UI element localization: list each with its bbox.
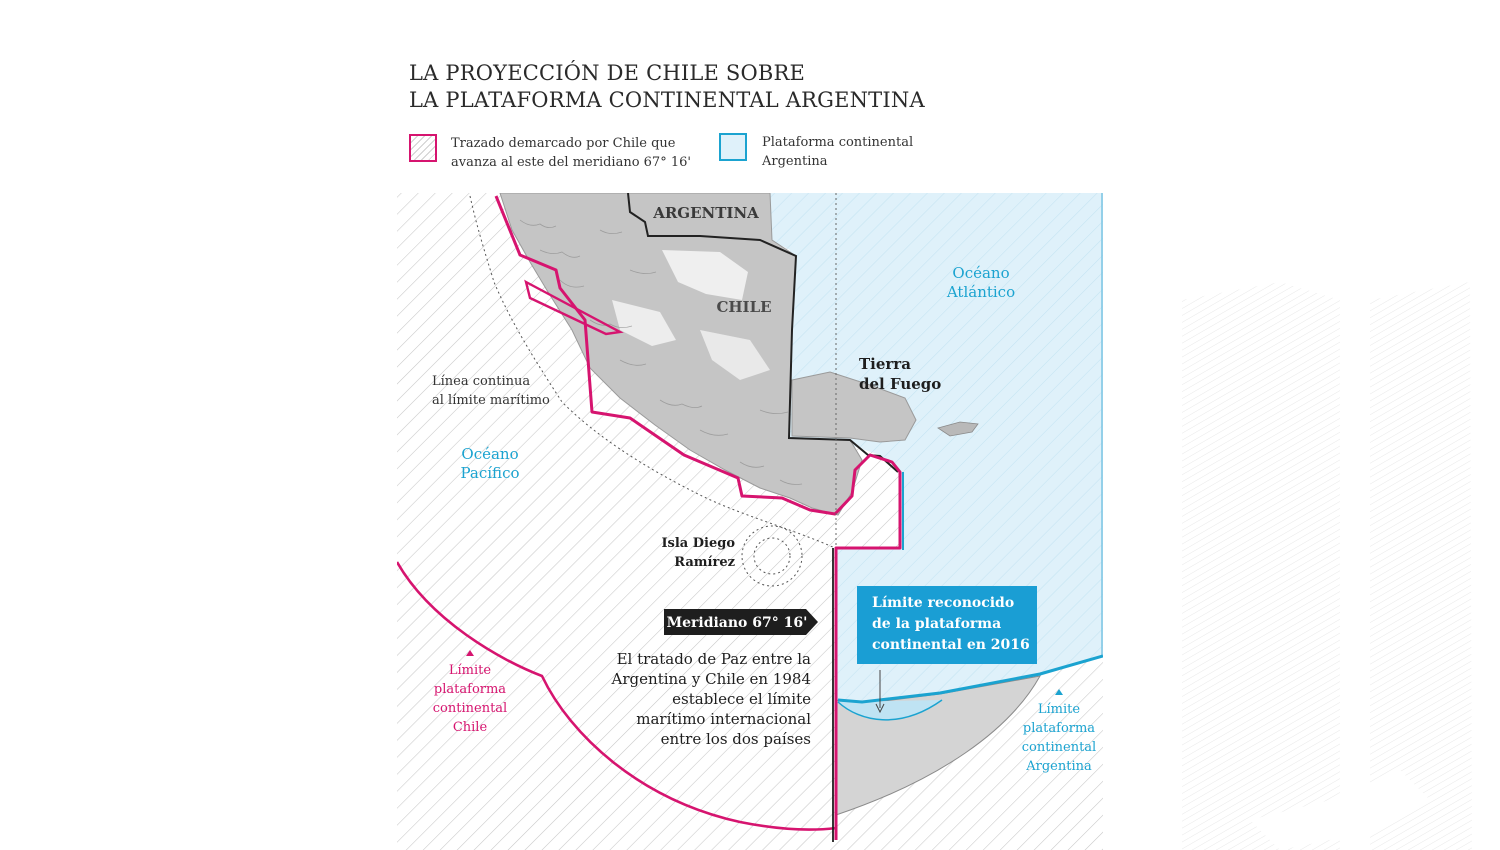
label-isla-2: Ramírez (674, 555, 735, 570)
label-pacifico-2: Pacífico (461, 464, 520, 482)
limite-argentina-label: Límite plataforma continental Argentina (1022, 689, 1096, 774)
legend-chile-line2: avanza al este del meridiano 67° 16' (451, 155, 691, 170)
label-linea-1: Línea continua (432, 374, 530, 389)
label-argentina: ARGENTINA (652, 204, 759, 222)
blue-square-icon (719, 133, 747, 161)
limite-reconocido-line-2: de la plataforma (872, 616, 1001, 632)
limite-argentina-line-2: plataforma (1023, 721, 1095, 736)
meridiano-tag: Meridiano 67° 16' (664, 609, 818, 635)
legend-argentina-line1: Plataforma continental (762, 135, 914, 150)
tratado-line-4: marítimo internacional (636, 710, 811, 728)
chile-shelf-limit-arc (397, 561, 837, 831)
label-pacifico-1: Océano (461, 445, 518, 463)
limite-reconocido-box: Límite reconocido de la plataforma conti… (857, 586, 1037, 664)
tratado-line-1: El tratado de Paz entre la (617, 650, 811, 668)
legend-chile-line1: Trazado demarcado por Chile que (451, 136, 676, 151)
label-linea-2: al límite marítimo (432, 393, 550, 408)
meridiano-label: Meridiano 67° 16' (667, 615, 808, 631)
hatched-square-icon (409, 134, 437, 162)
limite-argentina-line-3: continental (1022, 740, 1096, 755)
isla-de-los-estados (937, 421, 979, 437)
map-title-line1: LA PROYECCIÓN DE CHILE SOBRE (409, 61, 806, 85)
legend-chile: Trazado demarcado por Chile que avanza a… (409, 134, 691, 172)
limite-argentina-line-1: Límite (1038, 702, 1080, 717)
map-title: LA PROYECCIÓN DE CHILE SOBRE LA PLATAFOR… (409, 60, 925, 114)
label-tierra-1: Tierra (859, 355, 911, 373)
tratado-line-5: entre los dos países (661, 730, 811, 748)
limite-reconocido-line-3: continental en 2016 (872, 637, 1030, 653)
legend-argentina-label: Plataforma continental Argentina (762, 133, 1002, 171)
tratado-paragraph: El tratado de Paz entre la Argentina y C… (611, 650, 812, 748)
side-decoration (1182, 282, 1472, 850)
limite-reconocido-line-1: Límite reconocido (872, 595, 1014, 611)
label-atlantico-1: Océano (952, 264, 1009, 282)
tierra-del-fuego-landmass (791, 371, 917, 443)
limite-chile-line-1: Límite (449, 663, 491, 678)
label-tierra-2: del Fuego (859, 375, 941, 393)
limite-argentina-line-4: Argentina (1025, 759, 1092, 774)
legend-argentina: Plataforma continental Argentina (719, 133, 1002, 171)
argentine-shelf-area (770, 193, 1103, 702)
chile-pink-boundary (494, 195, 902, 840)
legend-chile-label: Trazado demarcado por Chile que avanza a… (451, 134, 691, 172)
limite-chile-line-3: continental (433, 701, 507, 716)
limite-chile-line-4: Chile (453, 720, 488, 735)
tratado-line-3: establece el límite (672, 690, 811, 708)
argentina-shelf-limit (837, 654, 1103, 704)
label-isla-1: Isla Diego (661, 536, 735, 551)
limite-chile-line-2: plataforma (434, 682, 506, 697)
label-chile: CHILE (716, 298, 771, 316)
legend-argentina-line2: Argentina (762, 154, 828, 169)
tratado-line-2: Argentina y Chile en 1984 (611, 670, 811, 688)
triangle-up-icon (466, 650, 474, 656)
label-atlantico-2: Atlántico (946, 283, 1015, 301)
limite-chile-label: Límite plataforma continental Chile (433, 650, 507, 735)
map-title-line2: LA PLATAFORMA CONTINENTAL ARGENTINA (409, 88, 925, 112)
triangle-up-icon (1055, 689, 1063, 695)
